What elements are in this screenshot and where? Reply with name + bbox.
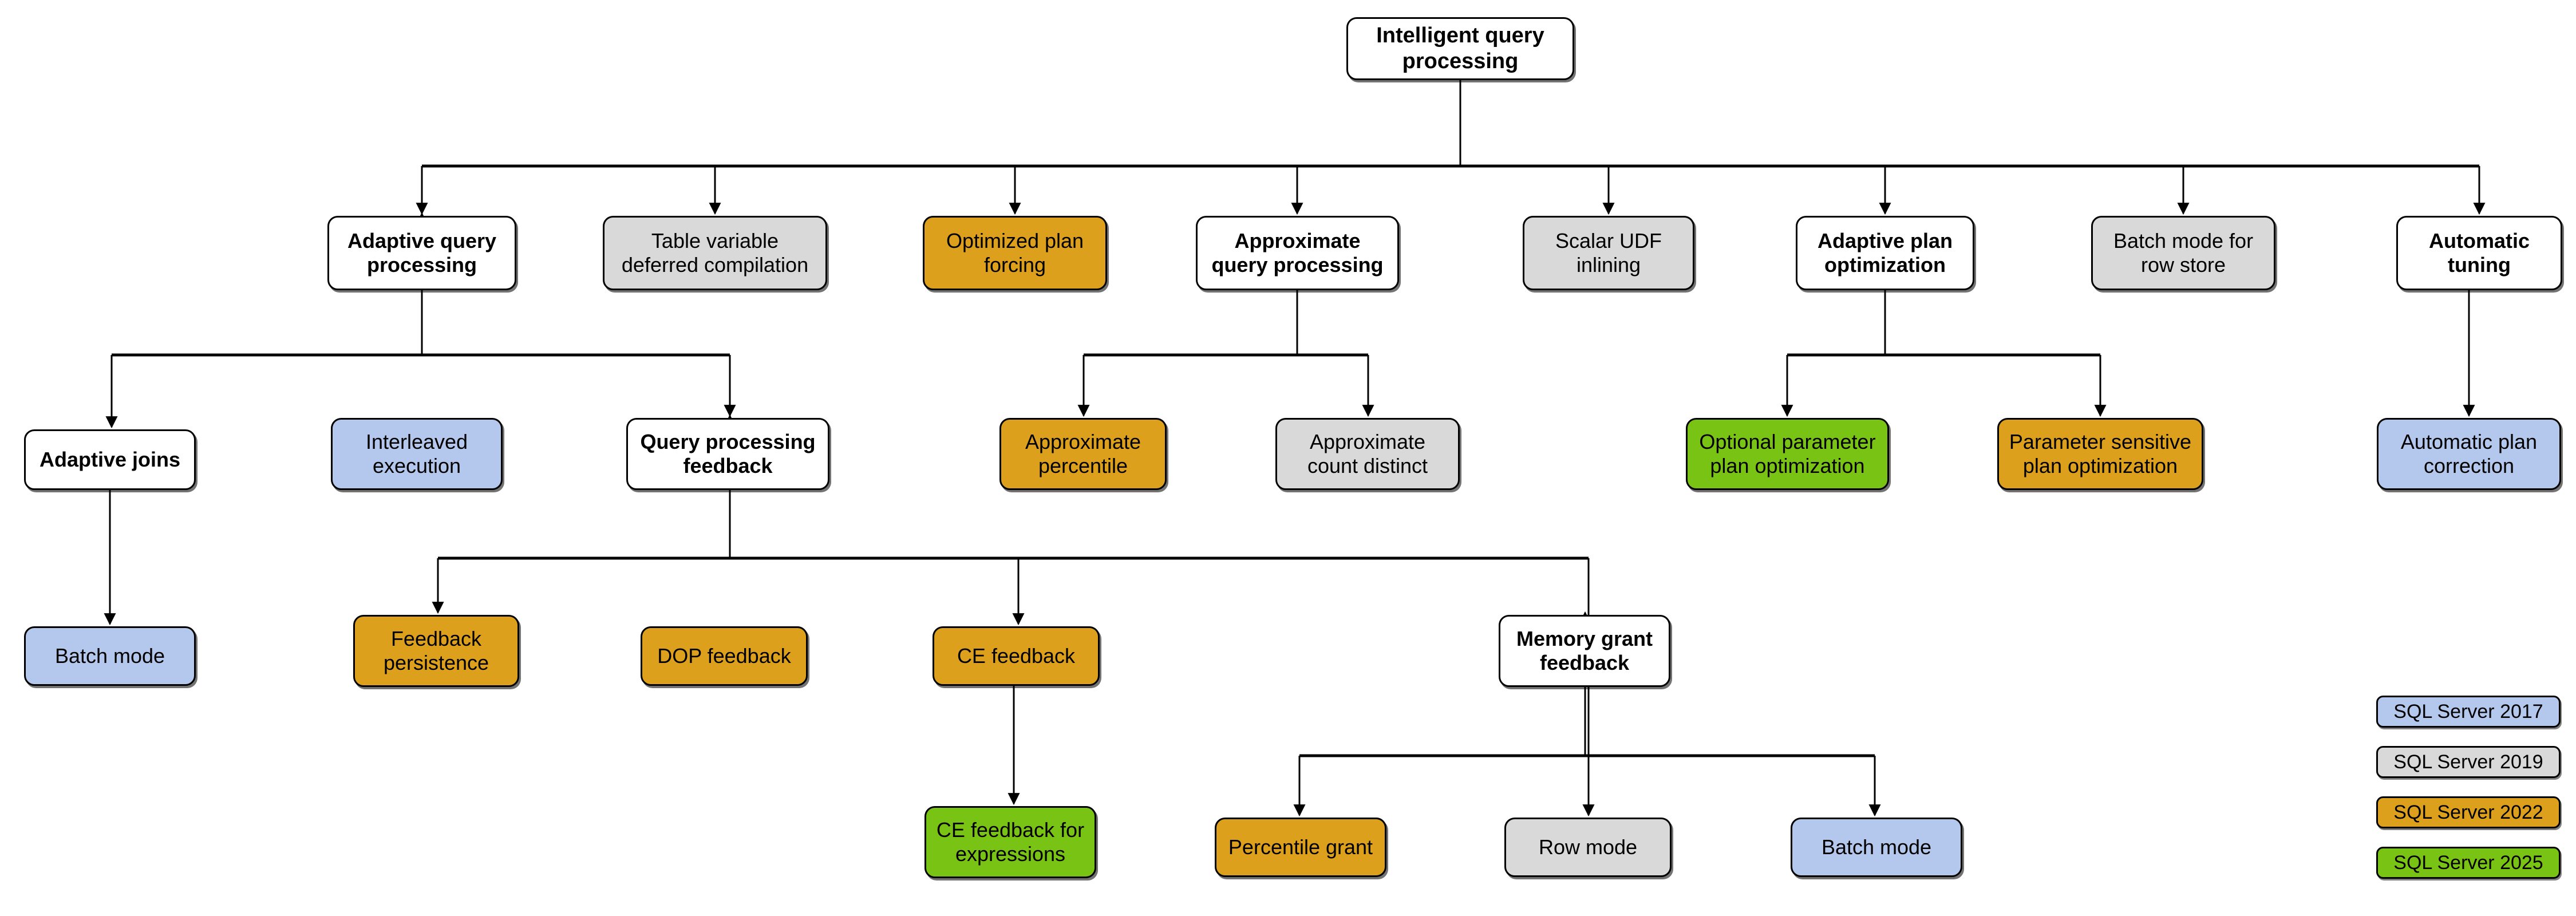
node-scalarudf[interactable]: Scalar UDF inlining bbox=[1523, 216, 1694, 290]
node-opf[interactable]: Optimized plan forcing bbox=[923, 216, 1107, 290]
node-oppo[interactable]: Optional parameter plan optimization bbox=[1686, 418, 1889, 490]
node-dopfb[interactable]: DOP feedback bbox=[641, 626, 808, 686]
node-mgfb[interactable]: Memory grant feedback bbox=[1499, 615, 1670, 687]
node-rowmode[interactable]: Row mode bbox=[1504, 818, 1672, 877]
node-apo[interactable]: Adaptive plan optimization bbox=[1796, 216, 1974, 290]
node-approxcnt[interactable]: Approximate count distinct bbox=[1275, 418, 1460, 490]
legend-item-sql-server-2022: SQL Server 2022 bbox=[2376, 796, 2561, 828]
node-fbpersist[interactable]: Feedback persistence bbox=[353, 615, 519, 687]
node-autotune[interactable]: Automatic tuning bbox=[2396, 216, 2562, 290]
node-qpf[interactable]: Query processing feedback bbox=[626, 418, 829, 490]
node-approxpct[interactable]: Approximate percentile bbox=[999, 418, 1167, 490]
node-tvdc[interactable]: Table variable deferred compilation bbox=[603, 216, 827, 290]
legend-item-sql-server-2019: SQL Server 2019 bbox=[2376, 746, 2561, 778]
node-pctgrant[interactable]: Percentile grant bbox=[1215, 818, 1386, 877]
node-adaptjoins[interactable]: Adaptive joins bbox=[24, 429, 196, 490]
node-pspo[interactable]: Parameter sensitive plan optimization bbox=[1997, 418, 2203, 490]
node-aqp[interactable]: Adaptive query processing bbox=[327, 216, 516, 290]
node-apc[interactable]: Automatic plan correction bbox=[2377, 418, 2561, 490]
node-batchmode1[interactable]: Batch mode bbox=[24, 626, 196, 686]
node-approxqp[interactable]: Approximate query processing bbox=[1196, 216, 1399, 290]
node-cefbexpr[interactable]: CE feedback for expressions bbox=[924, 806, 1096, 878]
legend-item-sql-server-2025: SQL Server 2025 bbox=[2376, 847, 2561, 879]
node-cefb[interactable]: CE feedback bbox=[933, 626, 1100, 686]
node-bmrs[interactable]: Batch mode for row store bbox=[2091, 216, 2275, 290]
legend-item-sql-server-2017: SQL Server 2017 bbox=[2376, 696, 2561, 728]
node-interleaved[interactable]: Interleaved execution bbox=[331, 418, 503, 490]
node-root[interactable]: Intelligent query processing bbox=[1346, 17, 1574, 80]
node-batchmode2[interactable]: Batch mode bbox=[1791, 818, 1962, 877]
